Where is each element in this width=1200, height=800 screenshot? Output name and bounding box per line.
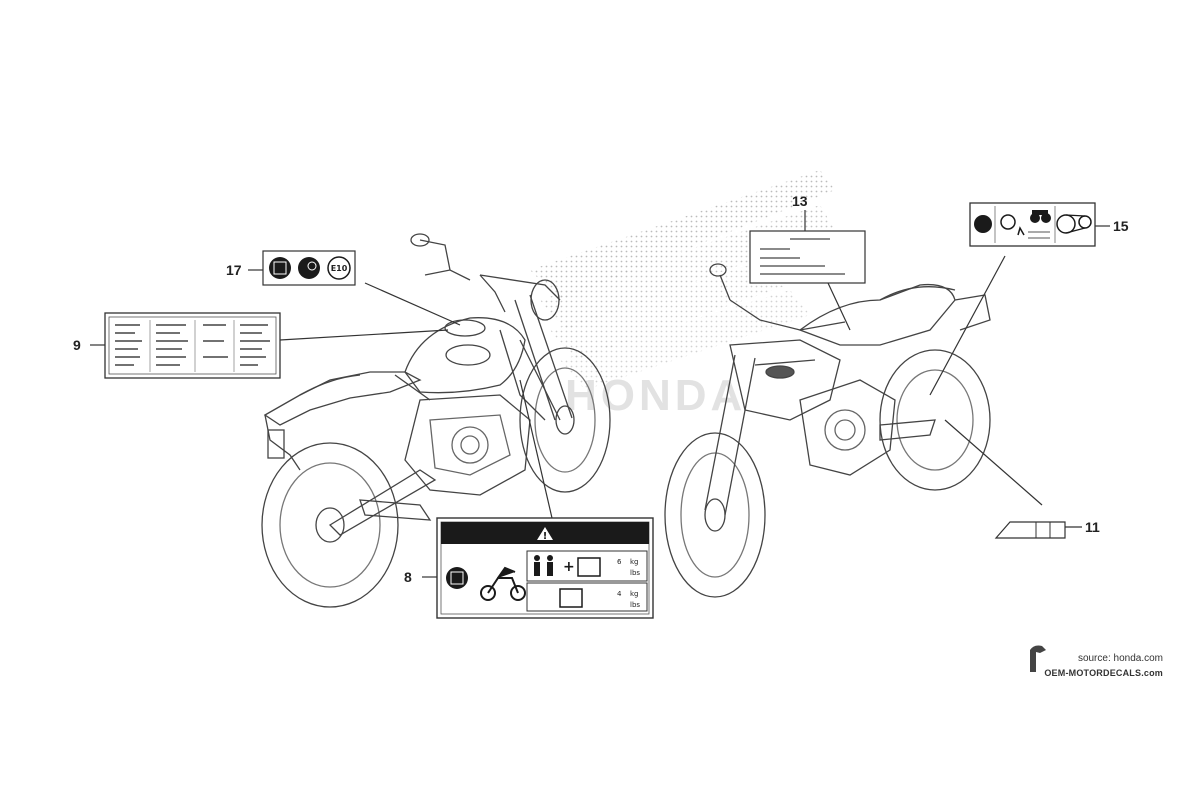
rear-wheel-right [879,349,991,491]
front-wheel-right [664,432,766,598]
motorcycle-front-view [664,263,991,598]
fuel-manual-icon [269,257,291,279]
fuel-tank [404,317,526,394]
load-value-1: 6 [617,558,622,566]
credit-block: source: honda.com OEM-MOTORDECALS.com [1030,645,1163,678]
load-unit-1: kg [630,558,639,566]
label-15 [969,202,1096,247]
label-9 [104,312,281,379]
manual-icon-15 [974,215,992,233]
rider-motorcycle-icon [1030,210,1051,223]
oem-logo-icon [1030,645,1046,672]
warning-triangle-icon [537,527,553,540]
label-8: ! + 6 kg lbs 4 kg lbs [436,517,654,619]
callout-13: 13 [792,193,808,209]
motorcycle-load-icon [480,566,526,601]
e10-text: E10 [331,264,348,273]
label-17: E10 [262,250,356,286]
mirror-right [709,263,727,277]
load-value-2: 4 [617,590,622,598]
load-unit-2: kg [630,590,639,598]
callout-15: 15 [1113,218,1129,234]
warning-mark: ! [543,531,548,542]
motorcycle-side-view [261,233,611,608]
honda-wing-watermark: HONDA [530,170,835,420]
leader-17-target [364,282,461,326]
mirror [410,233,430,247]
e10-fuel-icon [327,256,351,280]
label-11 [994,521,1066,539]
leader-15-target [929,255,1006,396]
rear-wheel [261,442,399,608]
leader-8-target [519,379,553,519]
helmet-icon [1000,214,1016,230]
source-credit: source: honda.com [1078,653,1163,664]
luggage-icon-1 [577,557,601,577]
leader-9-target [279,329,449,341]
label-13 [749,230,866,284]
leader-11-target [944,419,1043,506]
leader-13-target [827,282,851,331]
callout-8: 8 [404,569,412,585]
load-sub-2: lbs [630,601,640,609]
front-wheel [519,347,611,493]
rider-passenger-icon [534,555,553,576]
callout-17: 17 [226,262,242,278]
luggage-icon-2 [559,588,583,608]
site-credit: OEM-MOTORDECALS.com [1044,668,1163,678]
callout-11: 11 [1085,519,1100,535]
load-sub-1: lbs [630,569,640,577]
svg-text:+: + [563,559,575,575]
manual-icon [446,567,468,589]
callout-9: 9 [73,337,81,353]
